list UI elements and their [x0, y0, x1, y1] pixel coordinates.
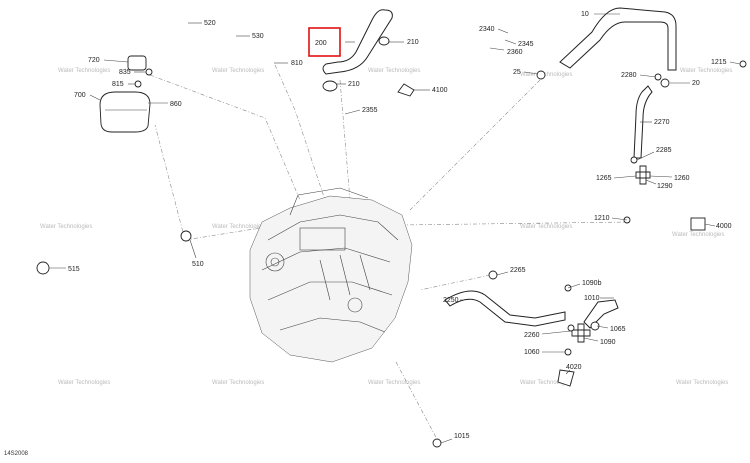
- watermark: Water Technologies: [212, 224, 264, 230]
- callout-20[interactable]: 20: [692, 80, 700, 87]
- callout-1065[interactable]: 1065: [610, 326, 626, 333]
- watermark: Water Technologies: [520, 224, 572, 230]
- callout-2360[interactable]: 2360: [507, 49, 523, 56]
- callout-2340[interactable]: 2340: [479, 26, 495, 33]
- callout-25[interactable]: 25: [513, 69, 521, 76]
- watermark: Water Technologies: [58, 68, 110, 74]
- watermark: Water Technologies: [520, 72, 572, 78]
- watermark: Water Technologies: [520, 380, 572, 386]
- hose-10: [559, 7, 677, 71]
- watermark: Water Technologies: [40, 224, 92, 230]
- watermark: Water Technologies: [368, 68, 420, 74]
- fitting-4100: [397, 83, 415, 97]
- clamp-210: [378, 36, 390, 46]
- callout-4020[interactable]: 4020: [566, 364, 582, 371]
- bracket-4020: [557, 369, 575, 387]
- watermark: Water Technologies: [212, 68, 264, 74]
- callout-835[interactable]: 835: [119, 69, 131, 76]
- callout-1265[interactable]: 1265: [596, 175, 612, 182]
- tee-1090: [571, 323, 591, 343]
- reference-lines: [149, 64, 631, 446]
- hose-2270: [633, 85, 653, 159]
- reference-line: [154, 124, 186, 241]
- clamp-2265: [488, 270, 498, 280]
- callout-530[interactable]: 530: [252, 33, 264, 40]
- clamp-1065: [590, 321, 600, 331]
- callout-720[interactable]: 720: [88, 57, 100, 64]
- callout-2265[interactable]: 2265: [510, 267, 526, 274]
- callout-200[interactable]: 200: [315, 40, 327, 47]
- reservoir-cap-720: [127, 55, 147, 71]
- callout-210b[interactable]: 210: [348, 81, 360, 88]
- reference-line: [394, 359, 441, 446]
- callout-1090[interactable]: 1090: [600, 339, 616, 346]
- callout-4100[interactable]: 4100: [432, 87, 448, 94]
- callout-510[interactable]: 510: [192, 261, 204, 268]
- callout-4000[interactable]: 4000: [716, 223, 732, 230]
- callout-210[interactable]: 210: [407, 39, 419, 46]
- clamp-1015: [432, 438, 442, 448]
- callout-10[interactable]: 10: [581, 11, 589, 18]
- callout-1210[interactable]: 1210: [594, 215, 610, 222]
- callout-700[interactable]: 700: [74, 92, 86, 99]
- reference-line: [409, 79, 541, 211]
- clamp-835: [145, 68, 153, 76]
- callout-515[interactable]: 515: [68, 266, 80, 273]
- parts-layer: [36, 7, 747, 448]
- watermark-layer: Water Technologies Water Technologies Wa…: [40, 68, 732, 386]
- clamp-25: [536, 70, 546, 80]
- hose-200: [322, 9, 393, 75]
- reference-line: [274, 64, 326, 201]
- callout-1090b[interactable]: 1090b: [582, 280, 602, 287]
- callout-1215[interactable]: 1215: [711, 59, 727, 66]
- reference-line: [339, 79, 351, 201]
- leader-lines: [49, 13, 741, 444]
- watermark: Water Technologies: [58, 380, 110, 386]
- reference-line: [419, 274, 491, 291]
- watermark: Water Technologies: [676, 380, 728, 386]
- clamp-1215: [739, 60, 747, 68]
- clamp-2260: [567, 324, 575, 332]
- watermark: Water Technologies: [672, 232, 724, 238]
- reference-line: [184, 227, 261, 241]
- reference-line: [149, 74, 301, 201]
- ring-210: [322, 80, 338, 92]
- reference-line: [399, 221, 631, 226]
- tee-1290: [635, 165, 651, 185]
- clamp-510: [180, 230, 192, 242]
- watermark: Water Technologies: [680, 68, 732, 74]
- callout-2280[interactable]: 2280: [621, 72, 637, 79]
- callout-1290[interactable]: 1290: [657, 183, 673, 190]
- callout-2355[interactable]: 2355: [362, 107, 378, 114]
- callout-1060[interactable]: 1060: [524, 349, 540, 356]
- hose-2250: [444, 290, 566, 327]
- callout-2285[interactable]: 2285: [656, 147, 672, 154]
- coolant-reservoir-700: [99, 91, 151, 133]
- hose-1010: [583, 299, 619, 329]
- callout-1015[interactable]: 1015: [454, 433, 470, 440]
- callout-2260[interactable]: 2260: [524, 332, 540, 339]
- drawing-code: 14S2008: [4, 451, 29, 457]
- callout-810[interactable]: 810: [291, 60, 303, 67]
- callout-1260[interactable]: 1260: [674, 175, 690, 182]
- callout-520[interactable]: 520: [204, 20, 216, 27]
- callout-2345[interactable]: 2345: [518, 41, 534, 48]
- callout-815[interactable]: 815: [112, 81, 124, 88]
- clamp-515: [36, 261, 50, 275]
- callout-2250[interactable]: 2250: [443, 297, 459, 304]
- callout-860[interactable]: 860: [170, 101, 182, 108]
- callout-200-highlight: [308, 27, 341, 57]
- callout-1010[interactable]: 1010: [584, 295, 600, 302]
- clamp-20: [660, 78, 670, 88]
- watermark: Water Technologies: [212, 380, 264, 386]
- watermark: Water Technologies: [368, 380, 420, 386]
- bracket-4000: [690, 217, 706, 231]
- callout-2270[interactable]: 2270: [654, 119, 670, 126]
- engine-illustration: [249, 187, 413, 363]
- callout-labels: 520 530 200 210 2340 2345 2360 10 720 83…: [68, 11, 732, 440]
- clamp-2285: [630, 156, 638, 164]
